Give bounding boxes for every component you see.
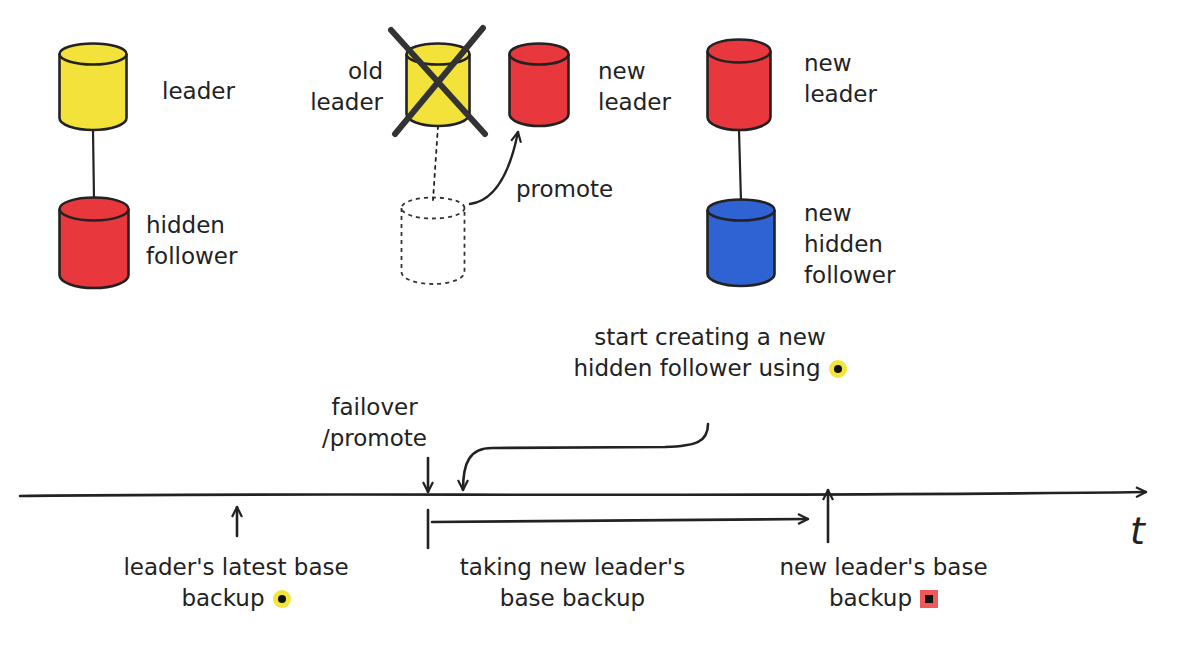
node-label: leader [162,76,235,107]
timeline-label: taking new leader's base backup [430,552,715,614]
timeline-label: t [1130,506,1145,557]
node-label: old leader [310,56,383,118]
database-cylinder: new hidden follower [706,198,776,286]
cross-mark [391,28,485,134]
promote-arrow [470,132,518,204]
database-cylinder: new leader [706,38,772,130]
node-label: new leader [598,56,671,118]
timeline-label: leader's latest base backup [118,552,354,614]
old-backup-mark [273,590,291,608]
timeline-label: failover /promote [322,392,427,454]
edge-label: promote [516,174,613,205]
replication-line [93,130,94,200]
duration-arrow [432,519,808,522]
cylinder [405,42,471,126]
old-backup-mark [829,360,847,378]
node-label: hidden follower [146,210,237,272]
database-cylinder: leader [58,42,128,130]
cylinder [58,196,130,288]
timeline-note: taking new leader's base backup [460,554,685,611]
timeline-label: new leader's base backup [776,552,991,614]
database-cylinder: hidden follower [58,196,130,288]
node-label: new leader [804,48,877,110]
replication-line [433,126,438,200]
failover-marker [427,458,430,492]
backup-marker [236,507,239,536]
cylinder [400,196,466,284]
cylinder-top [708,200,775,221]
start-tick [427,510,430,548]
timeline-label: start creating a new hidden follower usi… [560,322,860,384]
cylinder [508,42,570,126]
new-backup-mark [920,590,938,608]
cylinder [706,198,776,286]
axis-label: t [1130,509,1145,553]
cylinder-top [402,198,465,219]
node-label: new hidden follower [804,198,895,291]
cylinder-top [510,44,569,65]
timeline-note: failover /promote [322,394,427,451]
leader-line [463,424,708,490]
cylinder [58,42,128,130]
database-cylinder: old leader [405,42,471,126]
cylinder-top [60,198,129,221]
replication-line [739,130,741,202]
time-axis [20,492,1146,496]
placeholder-cylinder [400,196,466,284]
cylinder-top [60,44,127,65]
cylinder-top [708,40,771,63]
timeline-note: start creating a new hidden follower usi… [573,324,825,381]
database-cylinder: new leader [508,42,570,126]
backup-marker [827,490,830,542]
timeline-note: new leader's base backup [779,554,987,611]
cylinder [706,38,772,130]
timeline-note: leader's latest base backup [123,554,348,611]
